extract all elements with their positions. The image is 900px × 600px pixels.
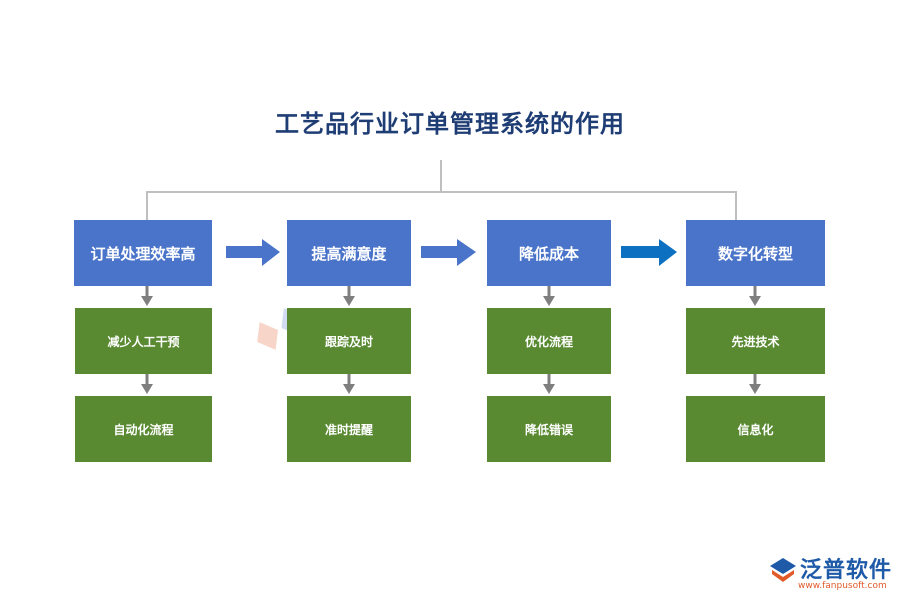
leaf-box-2-2: 准时提醒 (287, 396, 411, 462)
leaf-box-1-2: 自动化流程 (75, 396, 212, 462)
leaf-box-1-1: 减少人工干预 (75, 308, 212, 374)
head-box-4: 数字化转型 (686, 220, 825, 286)
bracket-line (146, 191, 737, 220)
leaf-box-4-2: 信息化 (686, 396, 825, 462)
fanpu-logo-icon (770, 558, 796, 582)
head-box-2: 提高满意度 (287, 220, 411, 286)
leaf-box-4-1: 先进技术 (686, 308, 825, 374)
right-arrow-1 (226, 239, 280, 266)
down-arrows (141, 286, 761, 394)
head-box-1: 订单处理效率高 (74, 220, 212, 286)
brand-logo: 泛普软件 www.fanpusoft.com (768, 552, 898, 596)
leaf-box-3-2: 降低错误 (487, 396, 611, 462)
head-box-3: 降低成本 (487, 220, 611, 286)
leaf-box-3-1: 优化流程 (487, 308, 611, 374)
leaf-box-2-1: 跟踪及时 (287, 308, 411, 374)
logo-url: www.fanpusoft.com (798, 581, 887, 591)
diagram-title: 工艺品行业订单管理系统的作用 (275, 110, 625, 138)
logo-name: 泛普软件 (800, 558, 893, 583)
right-arrow-3 (621, 239, 677, 266)
right-arrow-2 (421, 239, 476, 266)
